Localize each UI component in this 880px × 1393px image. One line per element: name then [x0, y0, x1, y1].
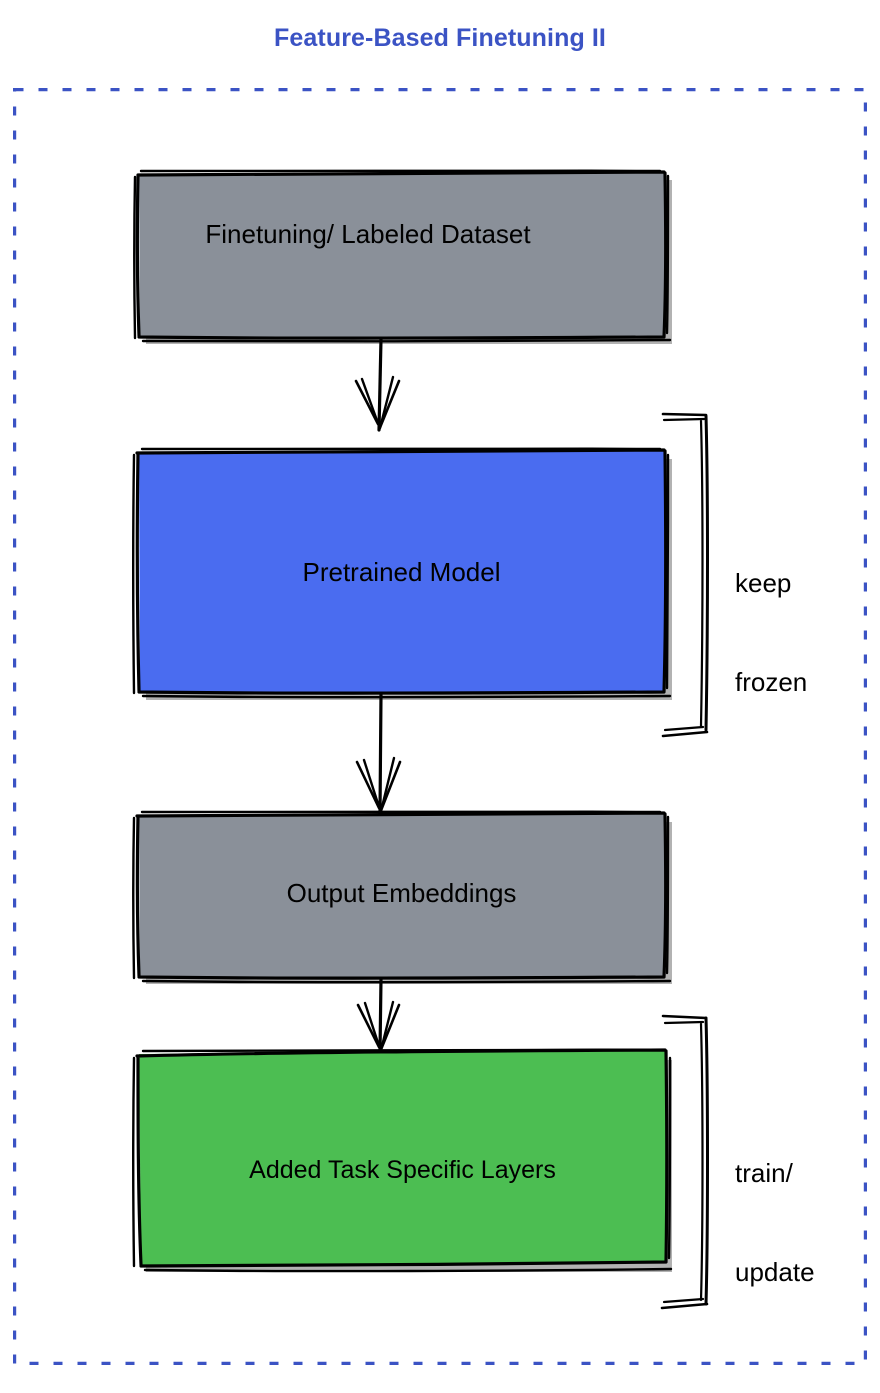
node-output-embeddings[interactable]: Output Embeddings	[138, 813, 665, 977]
node-task-layers[interactable]: Added Task Specific Layers	[138, 1050, 667, 1266]
node-task-layers-label: Added Task Specific Layers	[249, 1156, 556, 1184]
dashed-container	[13, 88, 867, 1365]
node-dataset[interactable]: Finetuning/ Labeled Dataset	[138, 172, 665, 338]
node-dataset-label: Finetuning/ Labeled Dataset	[205, 219, 531, 249]
annotation-keep-frozen-line2: frozen	[735, 667, 808, 698]
annotation-keep-frozen: keep frozen	[735, 500, 807, 766]
annotation-train-update: train/ update	[735, 1090, 815, 1356]
annotation-train-update-line2: update	[735, 1257, 815, 1288]
annotation-keep-frozen-line1: keep	[735, 567, 792, 598]
dashed-container-border	[13, 88, 867, 1365]
node-output-embeddings-label: Output Embeddings	[286, 878, 517, 908]
page-title: Feature-Based Finetuning II	[274, 24, 606, 52]
annotation-train-update-line1: train/	[735, 1157, 793, 1188]
node-pretrained-model-label: Pretrained Model	[302, 557, 501, 587]
node-pretrained-model[interactable]: Pretrained Model	[138, 450, 665, 693]
